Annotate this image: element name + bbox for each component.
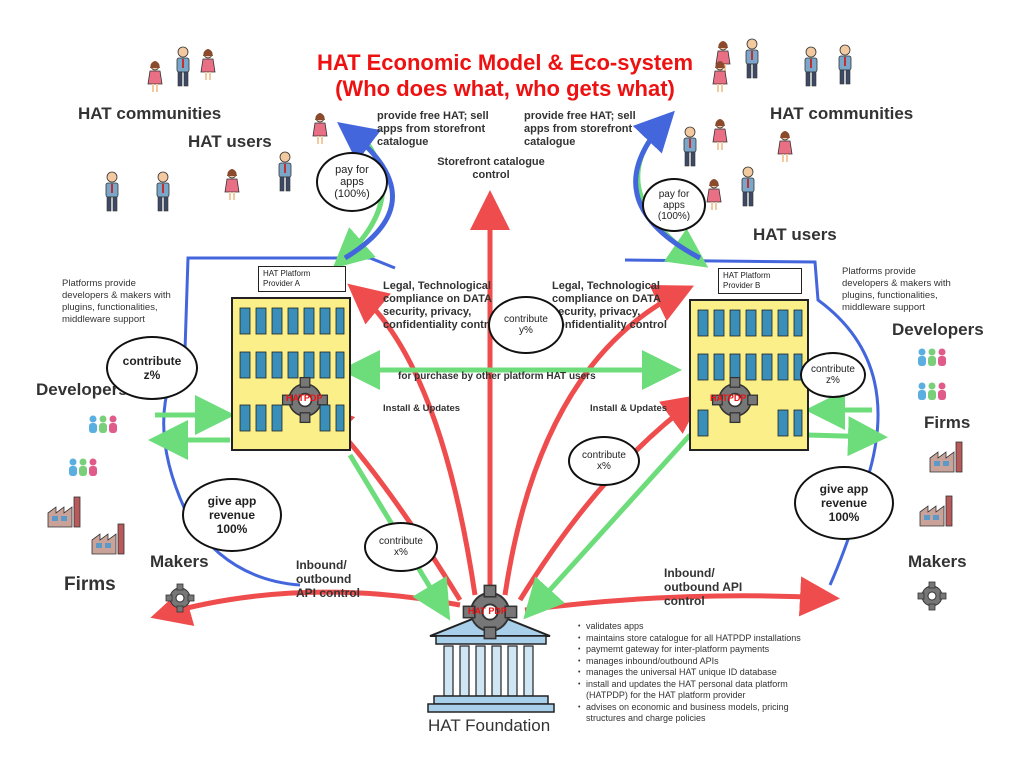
provide-right-label: provide free HAT; sell apps from storefr… xyxy=(524,110,636,148)
platform-to-dev-right xyxy=(807,416,888,457)
duty-item: validates apps xyxy=(578,621,810,633)
legal-right-label: Legal, Technological compliance on DATA … xyxy=(552,280,667,331)
duty-item: advises on economic and business models,… xyxy=(578,702,810,725)
platforms-left-note: Platforms provide developers & makers wi… xyxy=(62,278,171,325)
foundation-gear-label: HAT PDP xyxy=(468,606,507,616)
contribute-z-right-bubble: contribute z% xyxy=(800,352,866,398)
contribute-x-right-bubble: contribute x% xyxy=(568,436,640,486)
red-arrows xyxy=(150,190,840,626)
platform-a-plate: HAT Platform Provider A xyxy=(258,266,346,292)
platform-building-b xyxy=(689,299,809,451)
title-line-1: HAT Economic Model & Eco-system xyxy=(316,50,694,75)
hat-communities-right-label: HAT communities xyxy=(770,104,914,123)
duty-item: maintains store catalogue for all HATPDP… xyxy=(578,633,810,645)
contribute-x-left-bubble: contribute x% xyxy=(364,522,438,572)
hat-users-right-label: HAT users xyxy=(753,225,837,244)
foundation-duties-list: validates apps maintains store catalogue… xyxy=(572,621,810,725)
api-right-arrow xyxy=(524,576,840,617)
give-revenue-right-bubble: give app revenue 100% xyxy=(794,466,894,540)
duty-item: paymemt gateway for inter-platform payme… xyxy=(578,644,810,656)
ecosystem-boundary-line xyxy=(183,256,396,351)
give-revenue-left-bubble: give app revenue 100% xyxy=(182,478,282,552)
contribute-y-bubble: contribute y% xyxy=(488,296,564,354)
firms-left-label: Firms xyxy=(64,574,116,595)
duty-item: install and updates the HAT personal dat… xyxy=(578,679,810,702)
inbound-left-label: Inbound/ outbound API control xyxy=(296,558,361,600)
blue-arrows xyxy=(337,110,702,261)
install-right-label: Install & Updates xyxy=(590,403,668,414)
platforms-right-note: Platforms provide developers & makers wi… xyxy=(842,266,951,313)
developers-left-label: Developers xyxy=(36,380,128,399)
provide-left-label: provide free HAT; sell apps from storefr… xyxy=(377,110,489,148)
legal-left-arrow xyxy=(347,283,478,596)
developers-right-label: Developers xyxy=(892,320,984,339)
inbound-right-label: Inbound/ outbound API control xyxy=(664,566,743,608)
platform-b-plate: HAT Platform Provider B xyxy=(718,268,802,294)
firms-right-label: Firms xyxy=(924,413,971,432)
makers-right-label: Makers xyxy=(908,552,967,571)
duty-item: manages inbound/outbound APIs xyxy=(578,656,810,668)
legal-left-label: Legal, Technological compliance on DATA … xyxy=(383,280,498,331)
contribute-z-left-bubble: contribute z% xyxy=(106,336,198,400)
hat-users-left-label: HAT users xyxy=(188,132,272,151)
hat-foundation-label: HAT Foundation xyxy=(428,716,551,735)
hatpdp-gear-right-label: HATPDP xyxy=(710,393,747,403)
legal-right-arrow xyxy=(502,285,695,596)
provide-left-arrow xyxy=(337,121,395,261)
provide-right-arrow xyxy=(632,110,702,261)
install-left-label: Install & Updates xyxy=(383,403,461,414)
title-line-2: (Who does what, who gets what) xyxy=(335,76,675,101)
contribute-x-right-arrow xyxy=(523,433,692,620)
makers-left-label: Makers xyxy=(150,552,209,571)
purchase-label: for purchase by other platform HAT users xyxy=(398,371,596,382)
hatpdp-gear-left-label: HATPDP xyxy=(286,393,323,403)
duty-item: manages the universal HAT unique ID data… xyxy=(578,667,810,679)
hat-foundation-building xyxy=(427,584,555,713)
storefront-label: Storefront catalogue control xyxy=(437,156,545,181)
diagram-title: HAT Economic Model & Eco-system (Who doe… xyxy=(255,50,755,102)
platform-building-a xyxy=(231,297,351,451)
hat-communities-left-label: HAT communities xyxy=(78,104,222,123)
pay-left-bubble: pay for apps (100%) xyxy=(316,152,388,212)
pay-right-bubble: pay for apps (100%) xyxy=(642,178,706,232)
